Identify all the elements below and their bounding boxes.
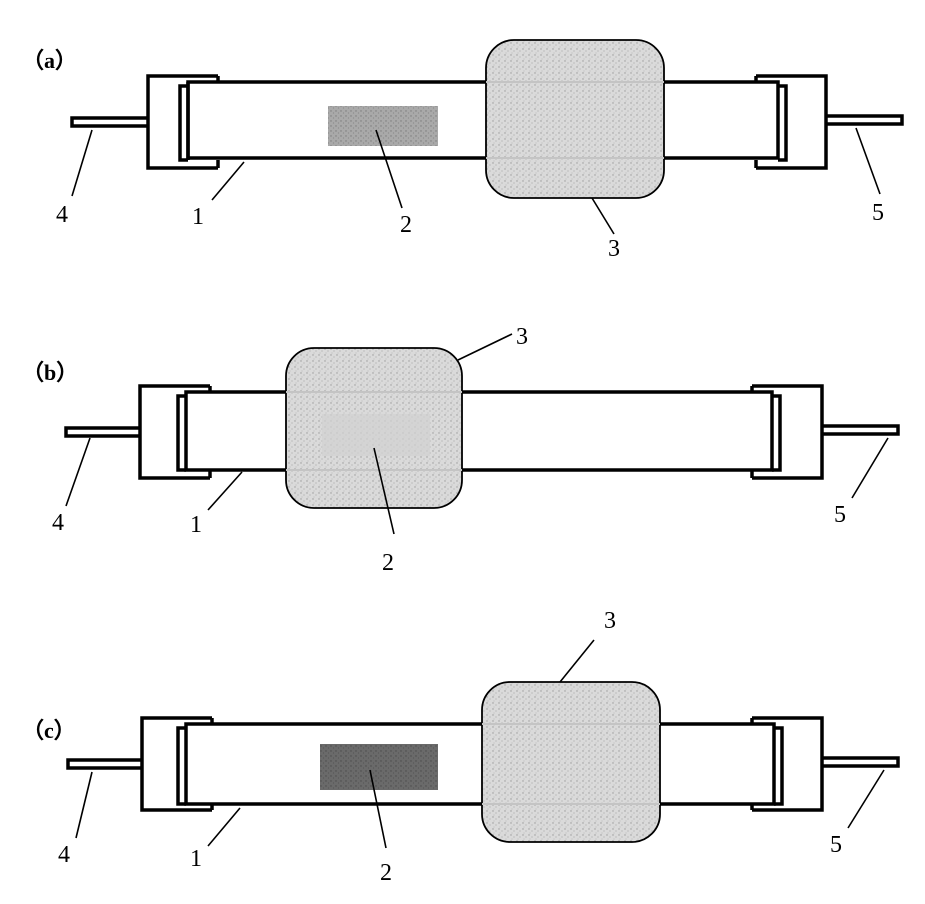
leader-4 xyxy=(66,438,90,506)
callout-4: 4 xyxy=(58,842,70,868)
panel-c: （c） 4 1 2 3 5 xyxy=(22,608,898,886)
sample-2 xyxy=(328,106,438,146)
leader-1 xyxy=(208,808,240,846)
leader-3 xyxy=(592,198,614,234)
callout-5: 5 xyxy=(830,832,842,858)
inlet-pipe-4 xyxy=(72,118,148,126)
leader-4 xyxy=(72,130,92,196)
callout-4: 4 xyxy=(56,202,68,228)
leader-5 xyxy=(856,128,880,194)
sample-2 xyxy=(320,744,438,790)
callout-1: 1 xyxy=(190,846,202,872)
callout-2: 2 xyxy=(400,212,412,238)
leader-5 xyxy=(848,770,884,828)
callout-1: 1 xyxy=(192,204,204,230)
panel-label-a: （a） xyxy=(22,48,77,73)
furnace-3 xyxy=(486,40,664,198)
outlet-pipe-5 xyxy=(822,426,898,434)
tube-1 xyxy=(186,724,774,804)
inlet-pipe-4 xyxy=(66,428,140,436)
tube-1 xyxy=(186,392,772,470)
leader-3 xyxy=(458,334,512,360)
callout-2: 2 xyxy=(382,550,394,576)
leader-1 xyxy=(208,472,242,510)
inlet-pipe-4 xyxy=(68,760,142,768)
callout-1: 1 xyxy=(190,512,202,538)
callout-3: 3 xyxy=(516,324,528,350)
panel-a: （a） 4 1 2 3 5 xyxy=(22,40,902,262)
panel-label-b: （b） xyxy=(22,360,78,385)
outlet-pipe-5 xyxy=(822,758,898,766)
sample-2 xyxy=(322,414,430,456)
leader-4 xyxy=(76,772,92,838)
callout-4: 4 xyxy=(52,510,64,536)
callout-5: 5 xyxy=(872,200,884,226)
leader-3 xyxy=(560,640,594,682)
callout-3: 3 xyxy=(608,236,620,262)
callout-5: 5 xyxy=(834,502,846,528)
panel-b: （b） 4 1 2 3 5 xyxy=(22,324,898,576)
furnace-3 xyxy=(482,682,660,842)
tube-1 xyxy=(188,82,778,158)
outlet-pipe-5 xyxy=(826,116,902,124)
callout-2: 2 xyxy=(380,860,392,886)
callout-3: 3 xyxy=(604,608,616,634)
leader-5 xyxy=(852,438,888,498)
panel-label-c: （c） xyxy=(22,718,76,743)
